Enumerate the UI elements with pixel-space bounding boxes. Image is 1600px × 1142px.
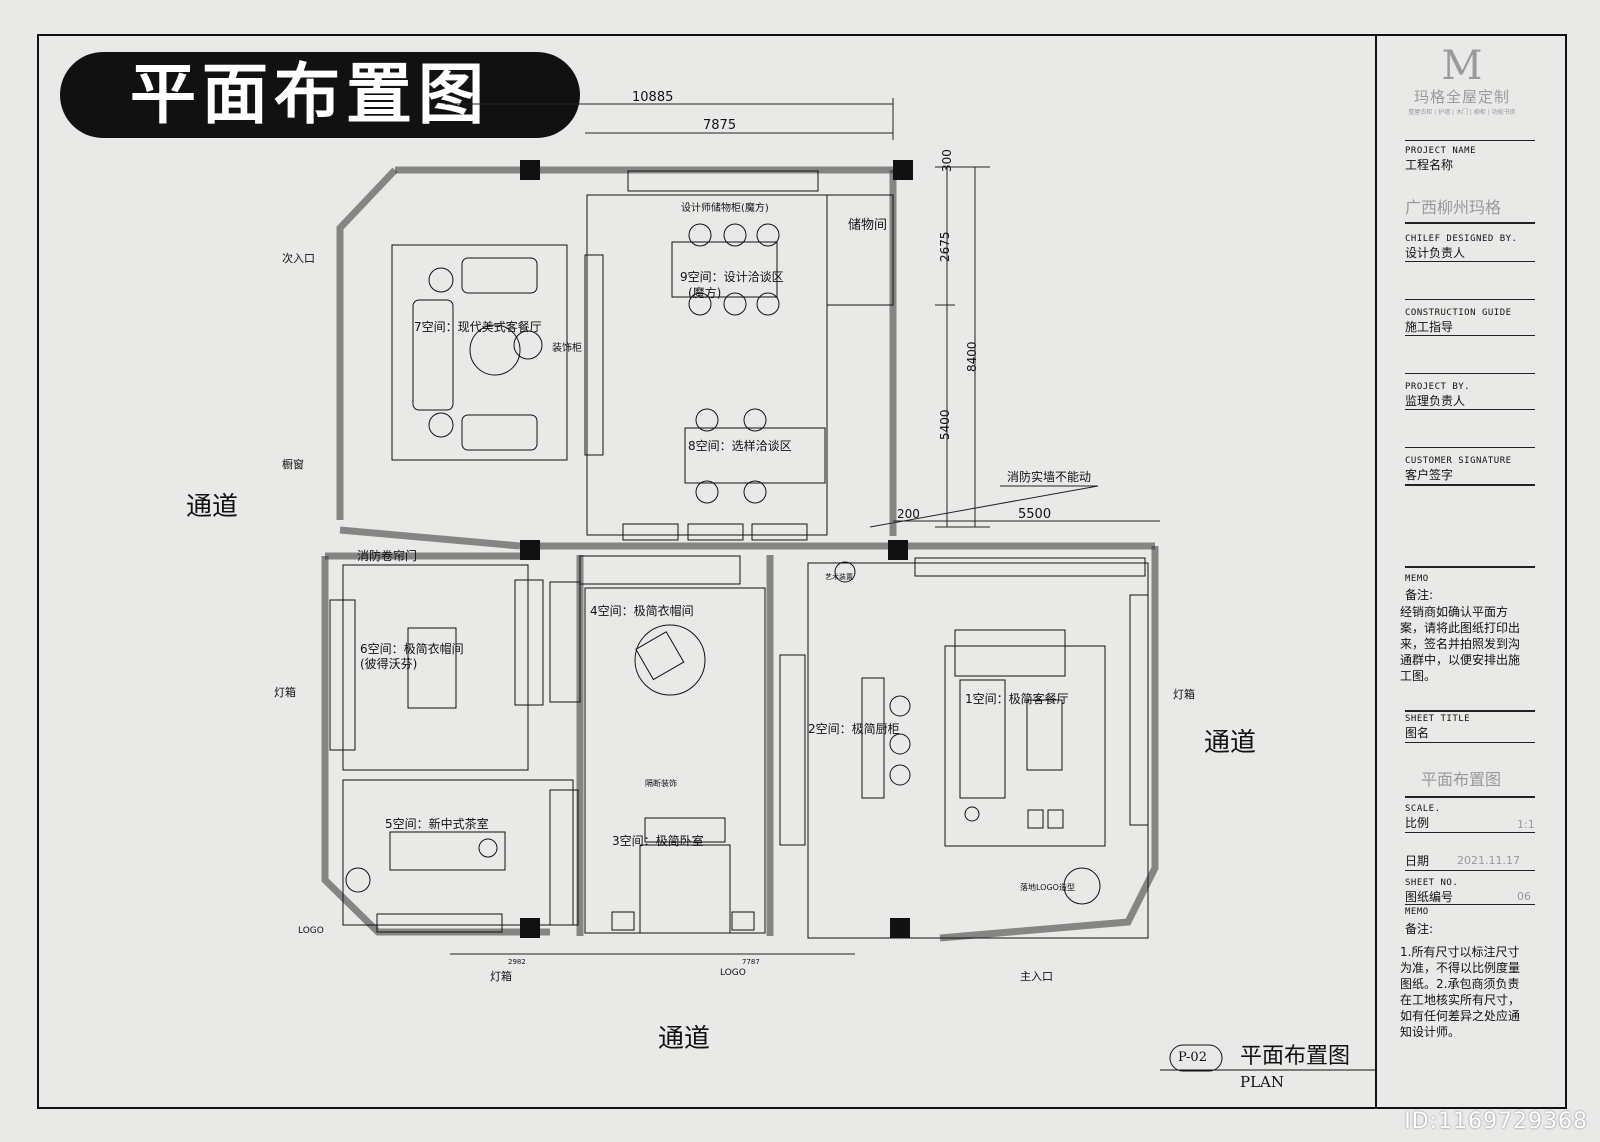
corridor-bottom-label: 通道 [658, 1024, 711, 1054]
memo-en: MEMO [1405, 574, 1429, 584]
project-name-value: 广西柳州玛格 [1405, 198, 1502, 217]
dim-5400: 5400 [938, 409, 952, 440]
dim-300: 300 [940, 149, 954, 172]
sheet-no-cn: 图纸编号 [1405, 890, 1454, 904]
room-6-sublabel: (彼得沃芬) [360, 657, 418, 671]
dim-5500: 5500 [1018, 507, 1052, 522]
sheet-no-en: SHEET NO. [1405, 878, 1459, 888]
floor-logo-label: 落地LOGO造型 [1020, 883, 1075, 892]
art-deco-label: 艺术装置 [825, 573, 853, 581]
sheet-title-cn: 图名 [1405, 726, 1430, 740]
project-by-en: PROJECT BY. [1405, 382, 1471, 392]
construction-guide-en: CONSTRUCTION GUIDE [1405, 308, 1512, 318]
lightbox-left-label: 灯箱 [274, 686, 296, 699]
chief-designer-en: CHILEF DESIGNED BY. [1405, 234, 1518, 244]
date-value: 2021.11.17 [1457, 854, 1520, 867]
memo-cn: 备注: [1405, 588, 1434, 602]
project-name-cn: 工程名称 [1405, 158, 1454, 172]
project-by-cn: 监理负责人 [1405, 394, 1466, 408]
sheet-code: P-02 [1178, 1050, 1207, 1065]
room-3-label: 3空间：极简卧室 [612, 834, 704, 848]
brand-name: 玛格全屋定制 [1413, 88, 1510, 106]
designer-cabinet-label: 设计师储物柜(魔方) [681, 203, 769, 214]
sheet-no-value: 06 [1517, 890, 1531, 903]
room-8-label: 8空间：选样洽谈区 [688, 439, 792, 453]
title-block: PROJECT NAME 工程名称 广西柳州玛格 CHILEF DESIGNED… [1375, 34, 1567, 1109]
sheet-subtitle: PLAN [1240, 1073, 1285, 1091]
show-window-label: 橱窗 [282, 458, 304, 471]
logo-bottom-label: LOGO [720, 968, 746, 978]
dim-8400: 8400 [965, 341, 979, 372]
dim-7787: 7787 [742, 958, 760, 966]
room-1-label: 1空间：极简客餐厅 [965, 692, 1069, 706]
room-9-sublabel: (魔方) [688, 286, 722, 300]
deco-cabinet-label: 装饰柜 [552, 343, 582, 354]
watermark-id: ID:1169729368 [1404, 1109, 1588, 1134]
date-cn: 日期 [1405, 854, 1430, 868]
brand-logo: M 玛格全屋定制 整屋衣柜 | 护墙 | 木门 | 橱柜 | 功能书房 [1392, 46, 1532, 116]
room-9-label: 9空间：设计洽谈区 [680, 270, 784, 284]
memo2-en: MEMO [1405, 907, 1429, 917]
project-name-en: PROJECT NAME [1405, 146, 1477, 156]
main-entrance-label: 主入口 [1020, 970, 1053, 983]
dim-7875: 7875 [703, 118, 737, 133]
room-5-label: 5空间：新中式茶室 [385, 817, 489, 831]
chief-designer-cn: 设计负责人 [1405, 246, 1466, 260]
dim-200: 200 [897, 507, 920, 521]
room-4-label: 4空间：极简衣帽间 [590, 604, 694, 618]
room-6-label: 6空间：极简衣帽间 [360, 642, 464, 656]
page-title: 平面布置图 [60, 52, 580, 138]
fire-shutter-label: 消防卷帘门 [357, 549, 418, 563]
customer-signature-cn: 客户签字 [1405, 468, 1454, 482]
memo-text: 经销商如确认平面方案，请将此图纸打印出来，签名并拍照发到沟通群中，以便安排出施工… [1400, 605, 1521, 683]
scale-cn: 比例 [1405, 816, 1430, 830]
corridor-left-label: 通道 [186, 492, 239, 522]
dim-2675: 2675 [938, 231, 952, 262]
room-7-label: 7空间：现代美式客餐厅 [414, 320, 542, 334]
lightbox-right-label: 灯箱 [1173, 688, 1195, 701]
memo2-cn: 备注: [1405, 922, 1434, 936]
brand-tagline: 整屋衣柜 | 护墙 | 木门 | 橱柜 | 功能书房 [1408, 109, 1516, 116]
logo-left-label: LOGO [298, 926, 324, 936]
corridor-right-label: 通道 [1204, 728, 1257, 758]
sheet-title: 平面布置图 [1240, 1044, 1351, 1069]
scale-value: 1:1 [1517, 818, 1535, 831]
lightbox-bottom-label: 灯箱 [490, 970, 512, 983]
sheet-title-en: SHEET TITLE [1405, 714, 1471, 724]
secondary-entrance-label: 次入口 [282, 252, 315, 265]
sheet-title-value: 平面布置图 [1421, 770, 1502, 789]
dim-2982: 2982 [508, 958, 526, 966]
brand-logo-icon: M [1441, 43, 1483, 89]
room-2-label: 2空间：极简厨柜 [808, 722, 900, 736]
scale-en: SCALE. [1405, 804, 1441, 814]
drawing-frame [37, 34, 1567, 1109]
fire-wall-label: 消防实墙不能动 [1007, 470, 1092, 484]
dim-10885: 10885 [632, 90, 674, 105]
construction-guide-cn: 施工指导 [1405, 320, 1454, 334]
partition-label: 隔断装饰 [645, 779, 677, 788]
storage-room-label: 储物间 [848, 218, 888, 233]
memo2-text: 1.所有尺寸以标注尺寸为准，不得以比例度量图纸。2.承包商须负责在工地核实所有尺… [1400, 945, 1521, 1039]
customer-signature-en: CUSTOMER SIGNATURE [1405, 456, 1512, 466]
